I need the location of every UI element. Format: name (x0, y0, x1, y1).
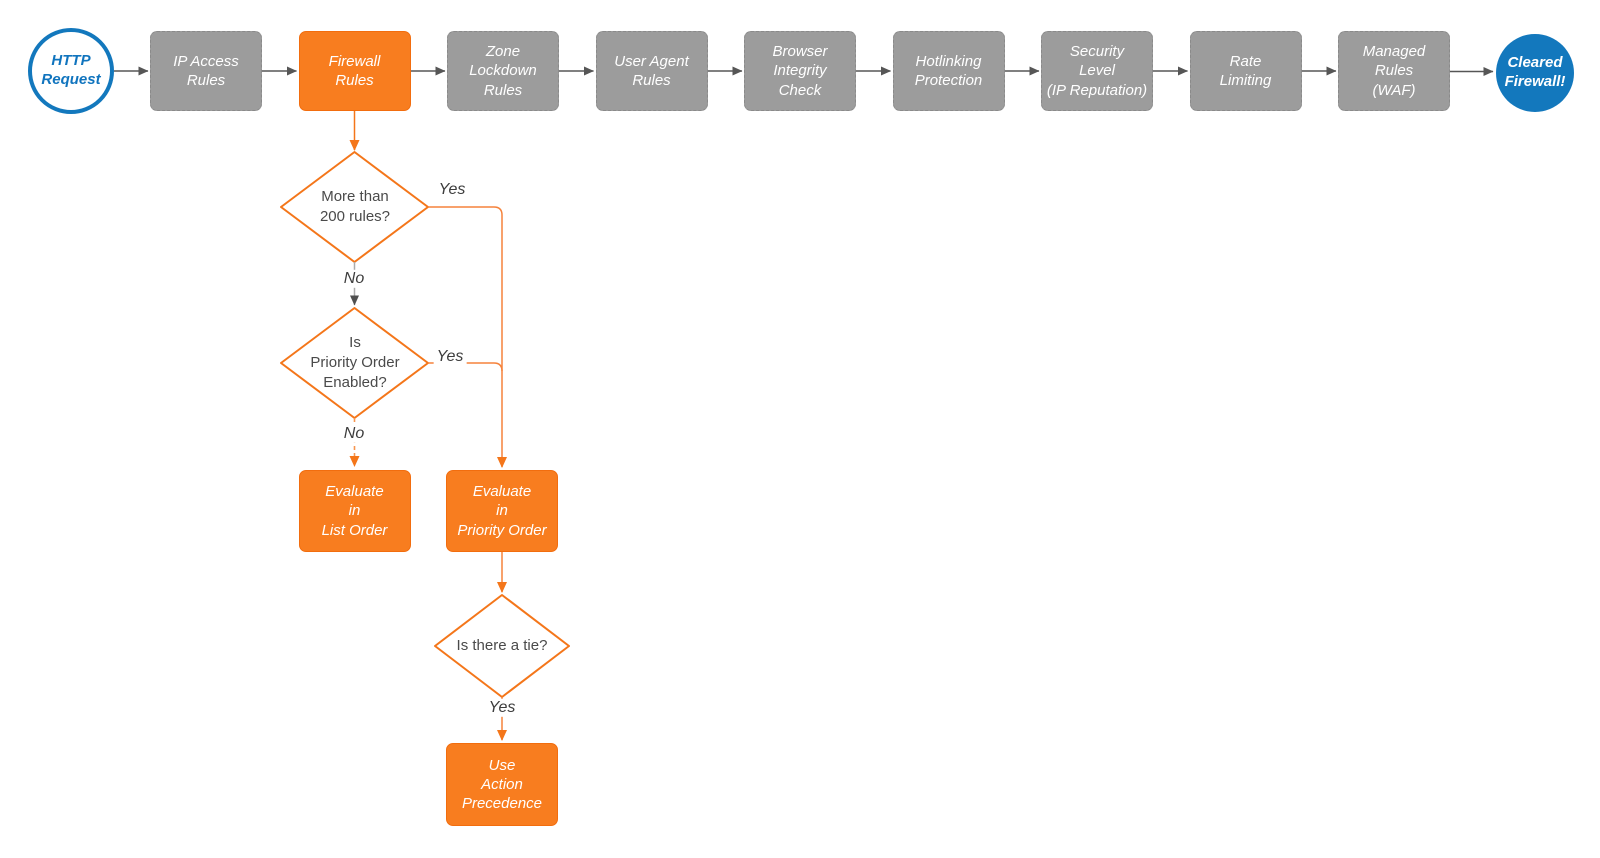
edge-yes2-join (428, 362, 503, 372)
pipeline-box-label: Rate Limiting (1219, 52, 1272, 89)
start-node-http-request: HTTP Request (28, 28, 114, 114)
edge-label-no-2: No (340, 424, 368, 444)
action-box-use-action-precedence: Use Action Precedence (446, 743, 558, 826)
pipeline-box-managed-rules-waf: Managed Rules (WAF) (1338, 31, 1450, 111)
pipeline-box-security-level: Security Level (IP Reputation) (1041, 31, 1153, 111)
edge-yes-to-priority-order (428, 206, 507, 468)
pipeline-box-label: Firewall Rules (328, 52, 381, 89)
decision-label-tie: Is there a tie? (437, 598, 567, 694)
pipeline-box-label: Browser Integrity Check (772, 43, 828, 99)
action-box-evaluate-priority-order: Evaluate in Priority Order (446, 470, 558, 552)
pipeline-box-label: User Agent Rules (614, 52, 689, 89)
pipeline-box-rate-limiting: Rate Limiting (1189, 31, 1302, 111)
action-box-label: Use Action Precedence (461, 756, 543, 813)
action-box-label: Evaluate in List Order (321, 483, 388, 539)
pipeline-box-hotlinking-protection: Hotlinking Protection (892, 31, 1005, 111)
pipeline-box-label: Zone Lockdown Rules (469, 43, 537, 99)
action-box-label: Evaluate in Priority Order (457, 483, 547, 539)
pipeline-box-user-agent-rules: User Agent Rules (595, 31, 708, 111)
action-box-evaluate-list-order: Evaluate in List Order (298, 470, 411, 552)
start-node-label: HTTP Request (41, 52, 101, 88)
decision-label-priority-enabled: Is Priority Order Enabled? (290, 308, 420, 418)
edge-label-no-1: No (340, 269, 368, 289)
pipeline-box-label: Managed Rules (WAF) (1362, 43, 1426, 99)
pipeline-box-zone-lockdown-rules: Zone Lockdown Rules (447, 31, 559, 111)
pipeline-box-browser-integrity-check: Browser Integrity Check (744, 31, 856, 111)
decision-label-text: Is there a tie? (456, 637, 548, 655)
end-node-label: Cleared Firewall! (1504, 54, 1566, 90)
edge-label-yes-2: Yes (433, 347, 467, 367)
edge-label-yes-3: Yes (485, 698, 519, 718)
pipeline-box-firewall-rules: Firewall Rules (298, 31, 411, 111)
pipeline-box-label: Security Level (IP Reputation) (1046, 43, 1148, 99)
edge-label-yes-1: Yes (435, 180, 469, 200)
pipeline-box-ip-access-rules: IP Access Rules (150, 31, 262, 111)
pipeline-box-label: Hotlinking Protection (914, 52, 983, 89)
decision-label-text: More than 200 rules? (319, 188, 391, 225)
pipeline-box-label: IP Access Rules (173, 52, 239, 89)
end-node-cleared-firewall: Cleared Firewall! (1496, 34, 1574, 112)
decision-label-text: Is Priority Order Enabled? (310, 334, 400, 391)
decision-label-rules-count: More than 200 rules? (290, 152, 420, 262)
